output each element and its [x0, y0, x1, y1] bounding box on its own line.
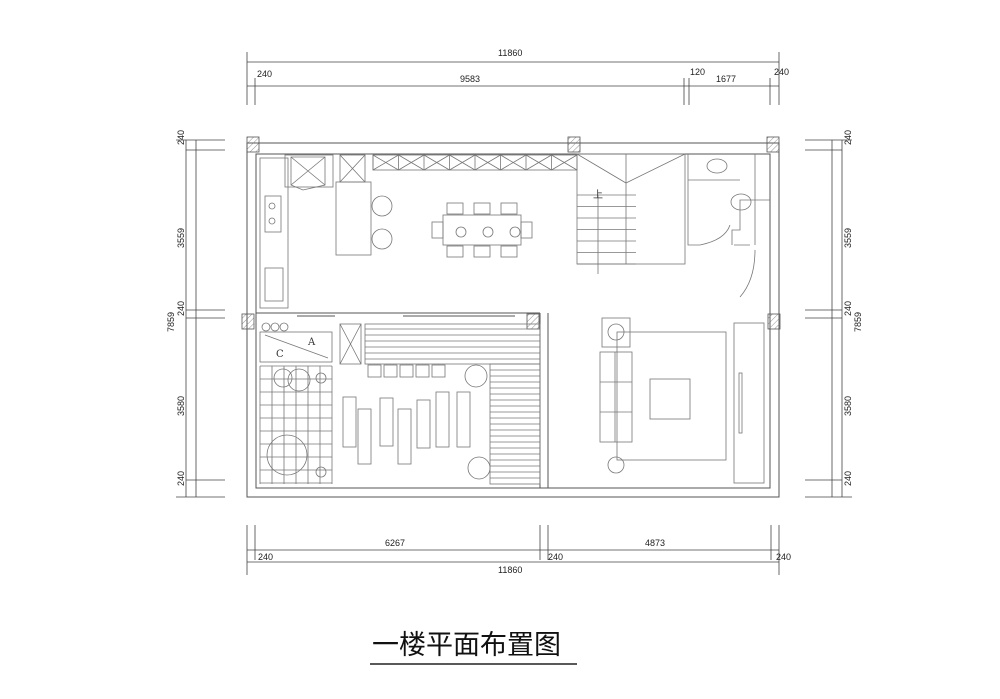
storage-c-label: C [276, 349, 284, 360]
dim-top-seg: 240 [774, 67, 789, 77]
chair-icon [500, 245, 518, 258]
drawing-title: 一楼平面布置图 [372, 630, 561, 661]
dim-bottom-seg: 4873 [645, 538, 665, 548]
dim-bottom-small: 240 [258, 552, 273, 562]
toilet-icon [730, 193, 752, 211]
stepping-stone [416, 399, 431, 449]
place-setting-icon [509, 226, 521, 238]
right-dimensions: 240 3559 240 3580 240 7859 [805, 130, 863, 498]
dim-right-seg: 240 [843, 130, 853, 145]
cabinet-unit [500, 154, 527, 171]
cabinet-unit [551, 154, 578, 171]
stepping-stone [379, 397, 394, 447]
dim-bottom-seg: 6267 [385, 538, 405, 548]
stepping-stone [456, 391, 471, 448]
chair-icon [446, 245, 464, 258]
dim-top-seg: 1677 [716, 74, 736, 84]
stepping-stone [435, 391, 450, 448]
sofa [599, 351, 633, 443]
kitchen [259, 154, 393, 309]
dim-top-seg: 120 [690, 67, 705, 77]
stepping-stone [357, 408, 372, 465]
plant-icon [273, 368, 293, 388]
cabinet-unit [474, 154, 501, 171]
cabinet-unit [423, 154, 450, 171]
dining-table [431, 202, 533, 258]
chair-icon [473, 202, 491, 215]
storage-a-label: A [307, 337, 316, 348]
chair-icon [431, 221, 444, 239]
plant-icon [467, 456, 491, 480]
stepping-stone [397, 408, 412, 465]
stool-icon [415, 364, 430, 378]
dim-left-seg: 240 [176, 301, 186, 316]
top-dimensions: 11860 240 9583 120 1677 240 [246, 48, 789, 105]
place-setting-icon [482, 226, 494, 238]
dim-right-seg: 240 [843, 471, 853, 486]
living-room [599, 317, 765, 484]
dim-left-seg: 240 [176, 130, 186, 145]
wood-deck [364, 323, 541, 365]
dim-bottom-total: 11860 [498, 565, 522, 575]
staircase: 上 [576, 153, 686, 274]
stair-up-label: 上 [593, 189, 603, 201]
tree-icon [266, 434, 308, 476]
chair-icon [473, 245, 491, 258]
place-setting-icon [455, 226, 467, 238]
stool-icon [367, 364, 382, 378]
bar-stool-icon [371, 195, 393, 217]
plant-icon [287, 368, 311, 392]
chair-icon [520, 221, 533, 239]
stepping-stone [342, 396, 357, 448]
stove-icon [264, 195, 282, 233]
dim-left-total: 7859 [166, 312, 176, 332]
tv-cabinet [733, 322, 765, 484]
plant-icon [315, 372, 327, 384]
cabinet-unit [525, 154, 552, 171]
lamp-icon [607, 456, 625, 474]
top-cabinet [372, 154, 578, 171]
coffee-table [649, 378, 691, 420]
plant-icon [315, 466, 327, 478]
stool-icon [399, 364, 414, 378]
tv-icon [738, 372, 743, 434]
walls [241, 136, 781, 498]
left-dimensions: 240 3559 240 3580 240 7859 [166, 130, 225, 498]
bottom-dimensions: 6267 4873 240 240 240 11860 [246, 525, 791, 575]
dim-right-seg: 3580 [843, 396, 853, 416]
kitchen-island [335, 181, 372, 256]
dim-top-total: 11860 [498, 48, 522, 58]
stool-icon [431, 364, 446, 378]
plant-icon [464, 364, 488, 388]
dim-top-seg: 9583 [460, 74, 480, 84]
washbasin-icon [706, 158, 728, 174]
sink-icon [264, 267, 284, 302]
dim-left-seg: 3559 [176, 228, 186, 248]
chair-icon [500, 202, 518, 215]
cabinet-unit [449, 154, 476, 171]
dim-left-seg: 3580 [176, 396, 186, 416]
dim-bottom-small: 240 [548, 552, 563, 562]
lamp-icon [607, 323, 625, 341]
dim-right-total: 7859 [853, 312, 863, 332]
bar-stool-icon [371, 228, 393, 250]
cabinet-unit [372, 154, 399, 171]
dim-right-seg: 240 [843, 301, 853, 316]
rug [616, 331, 727, 461]
garden: A C [259, 322, 541, 485]
dim-left-seg: 240 [176, 471, 186, 486]
dim-bottom-small: 240 [776, 552, 791, 562]
bathroom [687, 154, 770, 298]
chair-icon [446, 202, 464, 215]
stool-icon [383, 364, 398, 378]
dim-top-seg: 240 [257, 69, 272, 79]
dim-right-seg: 3559 [843, 228, 853, 248]
cabinet-unit [398, 154, 425, 171]
